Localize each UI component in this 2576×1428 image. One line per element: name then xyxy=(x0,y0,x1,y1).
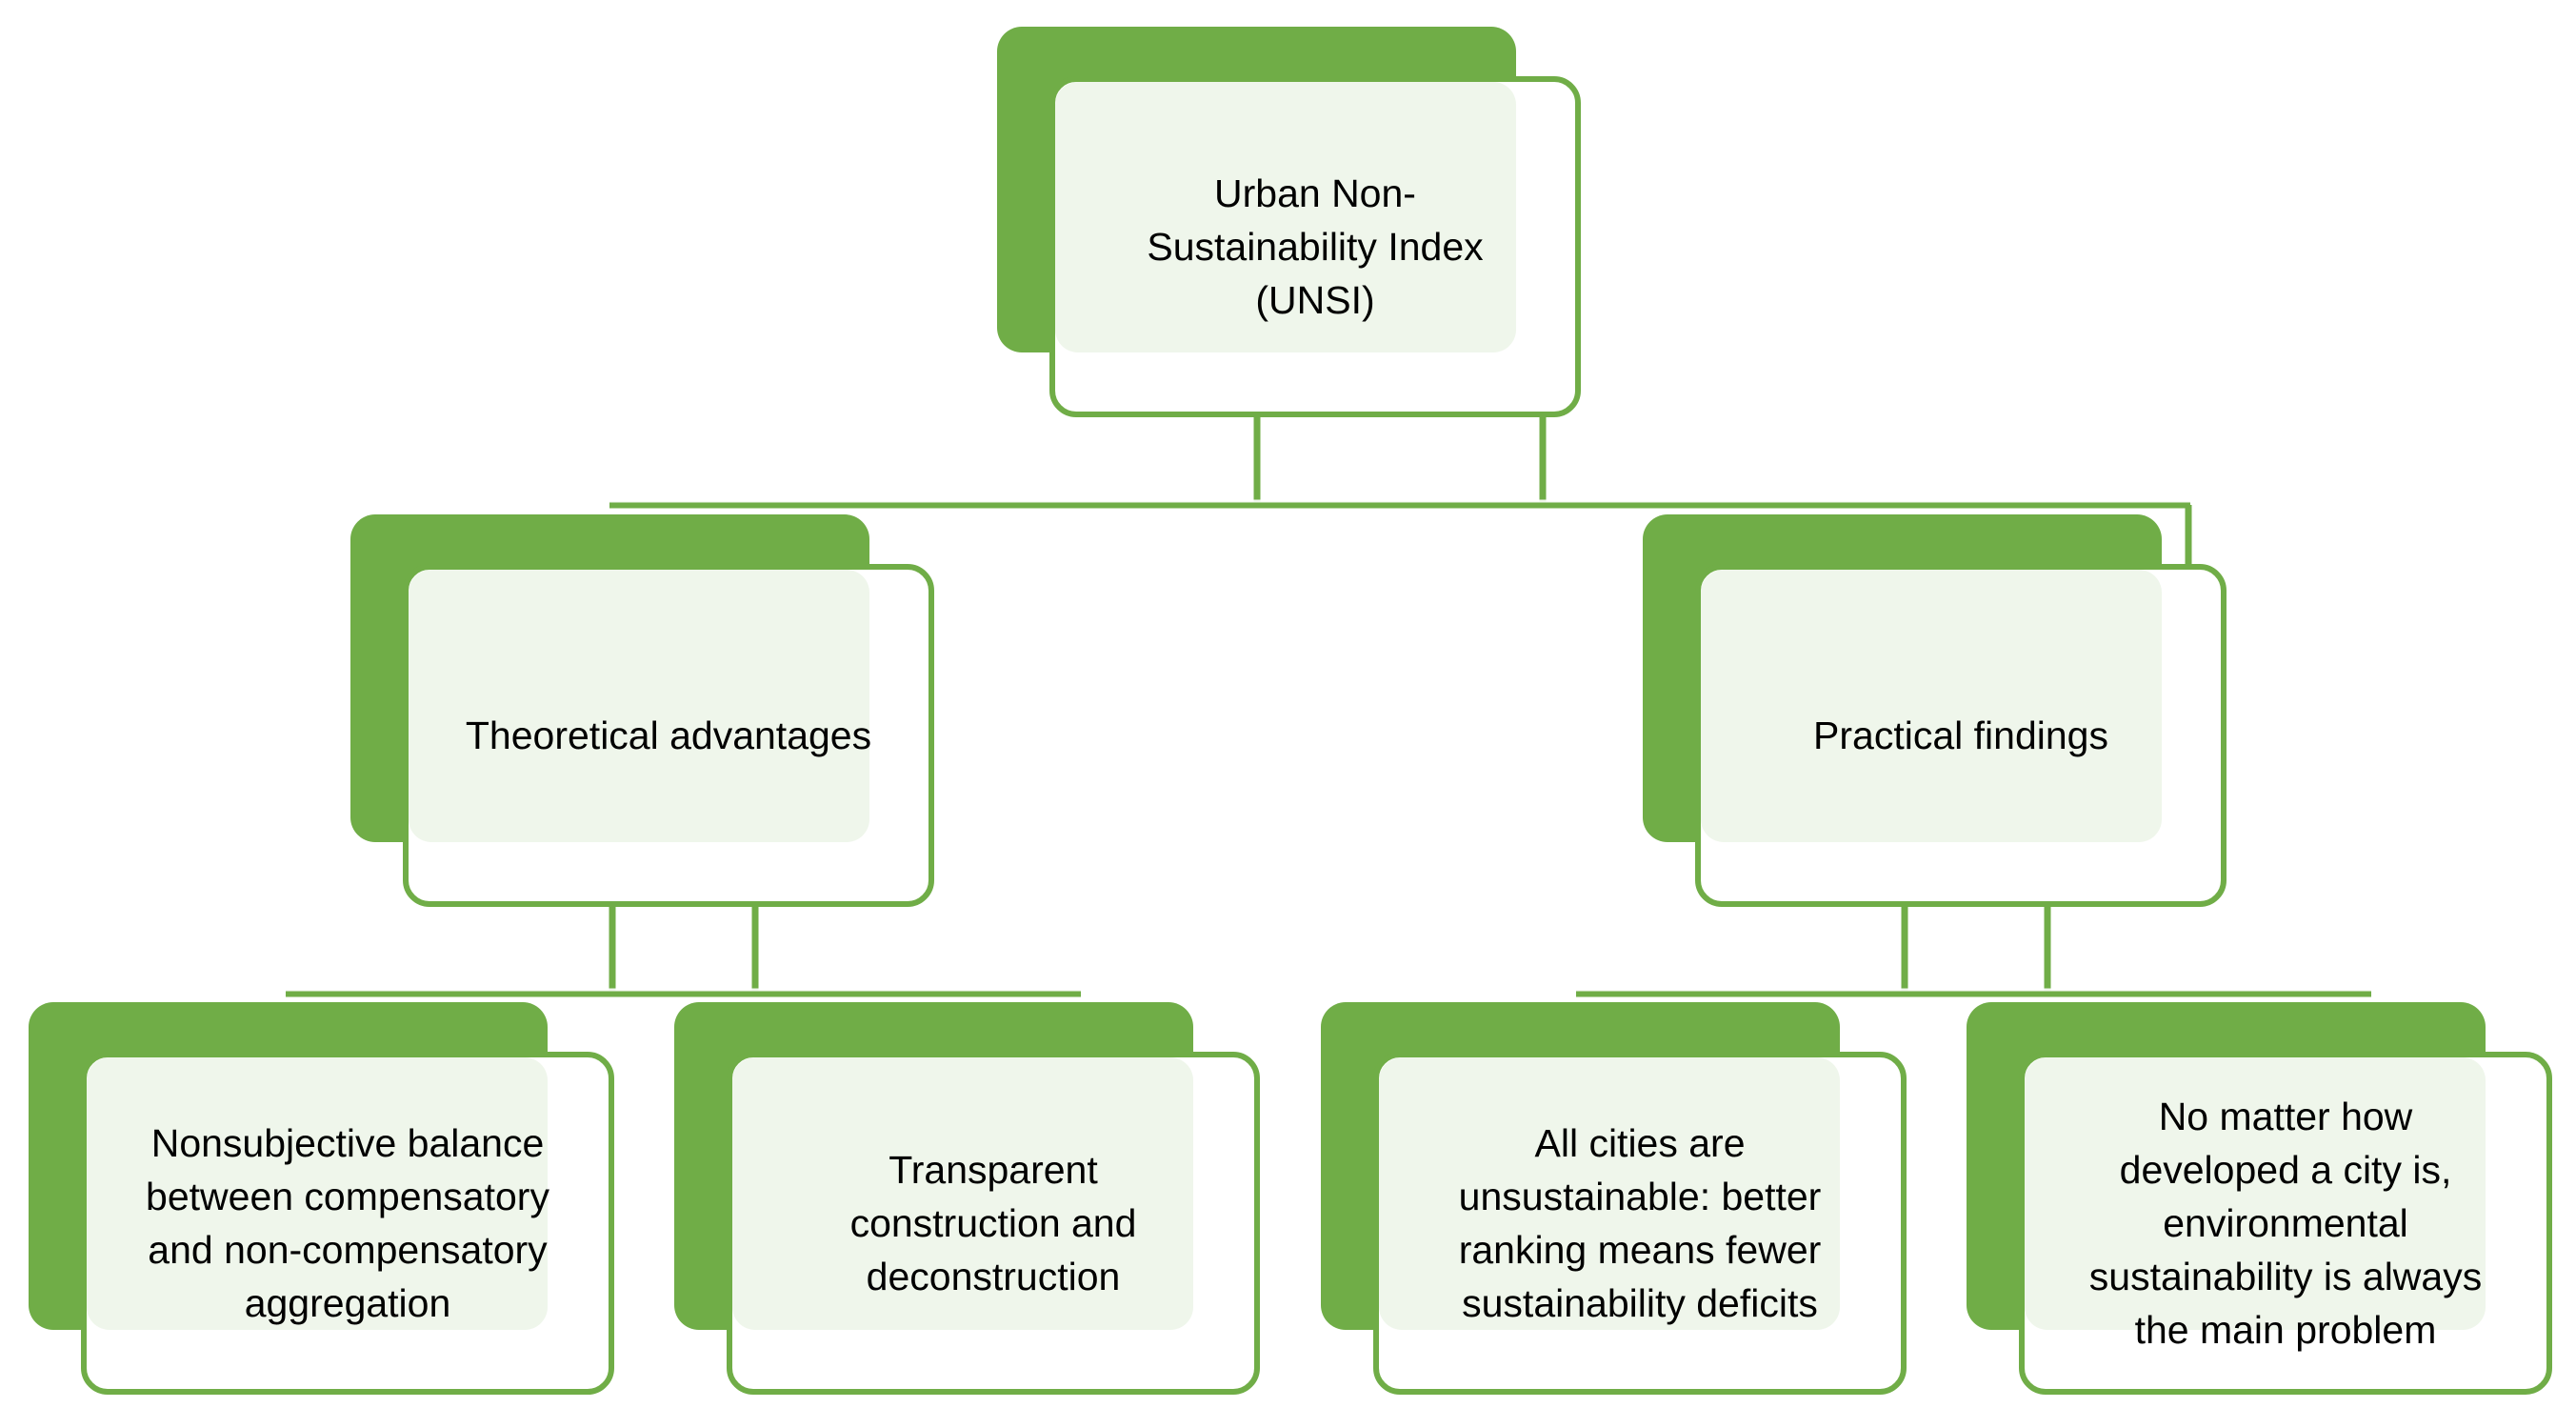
node-cities-overlay xyxy=(1379,1057,1840,1330)
node-balance-overlay xyxy=(87,1057,548,1330)
node-root-overlay xyxy=(1055,82,1516,352)
node-transparent-overlay xyxy=(732,1057,1193,1330)
node-cities: All cities are unsustainable: better ran… xyxy=(1321,1002,1907,1395)
node-balance-label: Nonsubjective balance between compensato… xyxy=(146,1121,549,1325)
node-practice-label: Practical findings xyxy=(1813,714,2108,757)
node-balance: Nonsubjective balance between compensato… xyxy=(29,1002,614,1395)
node-transparent: Transparent construction and deconstruct… xyxy=(674,1002,1260,1395)
node-practice-overlay xyxy=(1701,570,2162,842)
node-cities-label: All cities are unsustainable: better ran… xyxy=(1458,1121,1822,1325)
node-environment: No matter how developed a city is, envir… xyxy=(1967,1002,2552,1395)
node-root-label: Urban Non- Sustainability Index (UNSI) xyxy=(1147,171,1484,322)
node-transparent-label: Transparent construction and deconstruct… xyxy=(849,1148,1137,1298)
node-practice: Practical findings xyxy=(1643,514,2227,907)
node-theory-label: Theoretical advantages xyxy=(465,714,872,757)
node-environment-overlay xyxy=(2025,1057,2486,1330)
node-theory-overlay xyxy=(409,570,869,842)
node-theory: Theoretical advantages xyxy=(350,514,934,907)
node-root: Urban Non- Sustainability Index (UNSI) xyxy=(997,27,1581,417)
node-environment-label: No matter how developed a city is, envir… xyxy=(2088,1095,2483,1352)
